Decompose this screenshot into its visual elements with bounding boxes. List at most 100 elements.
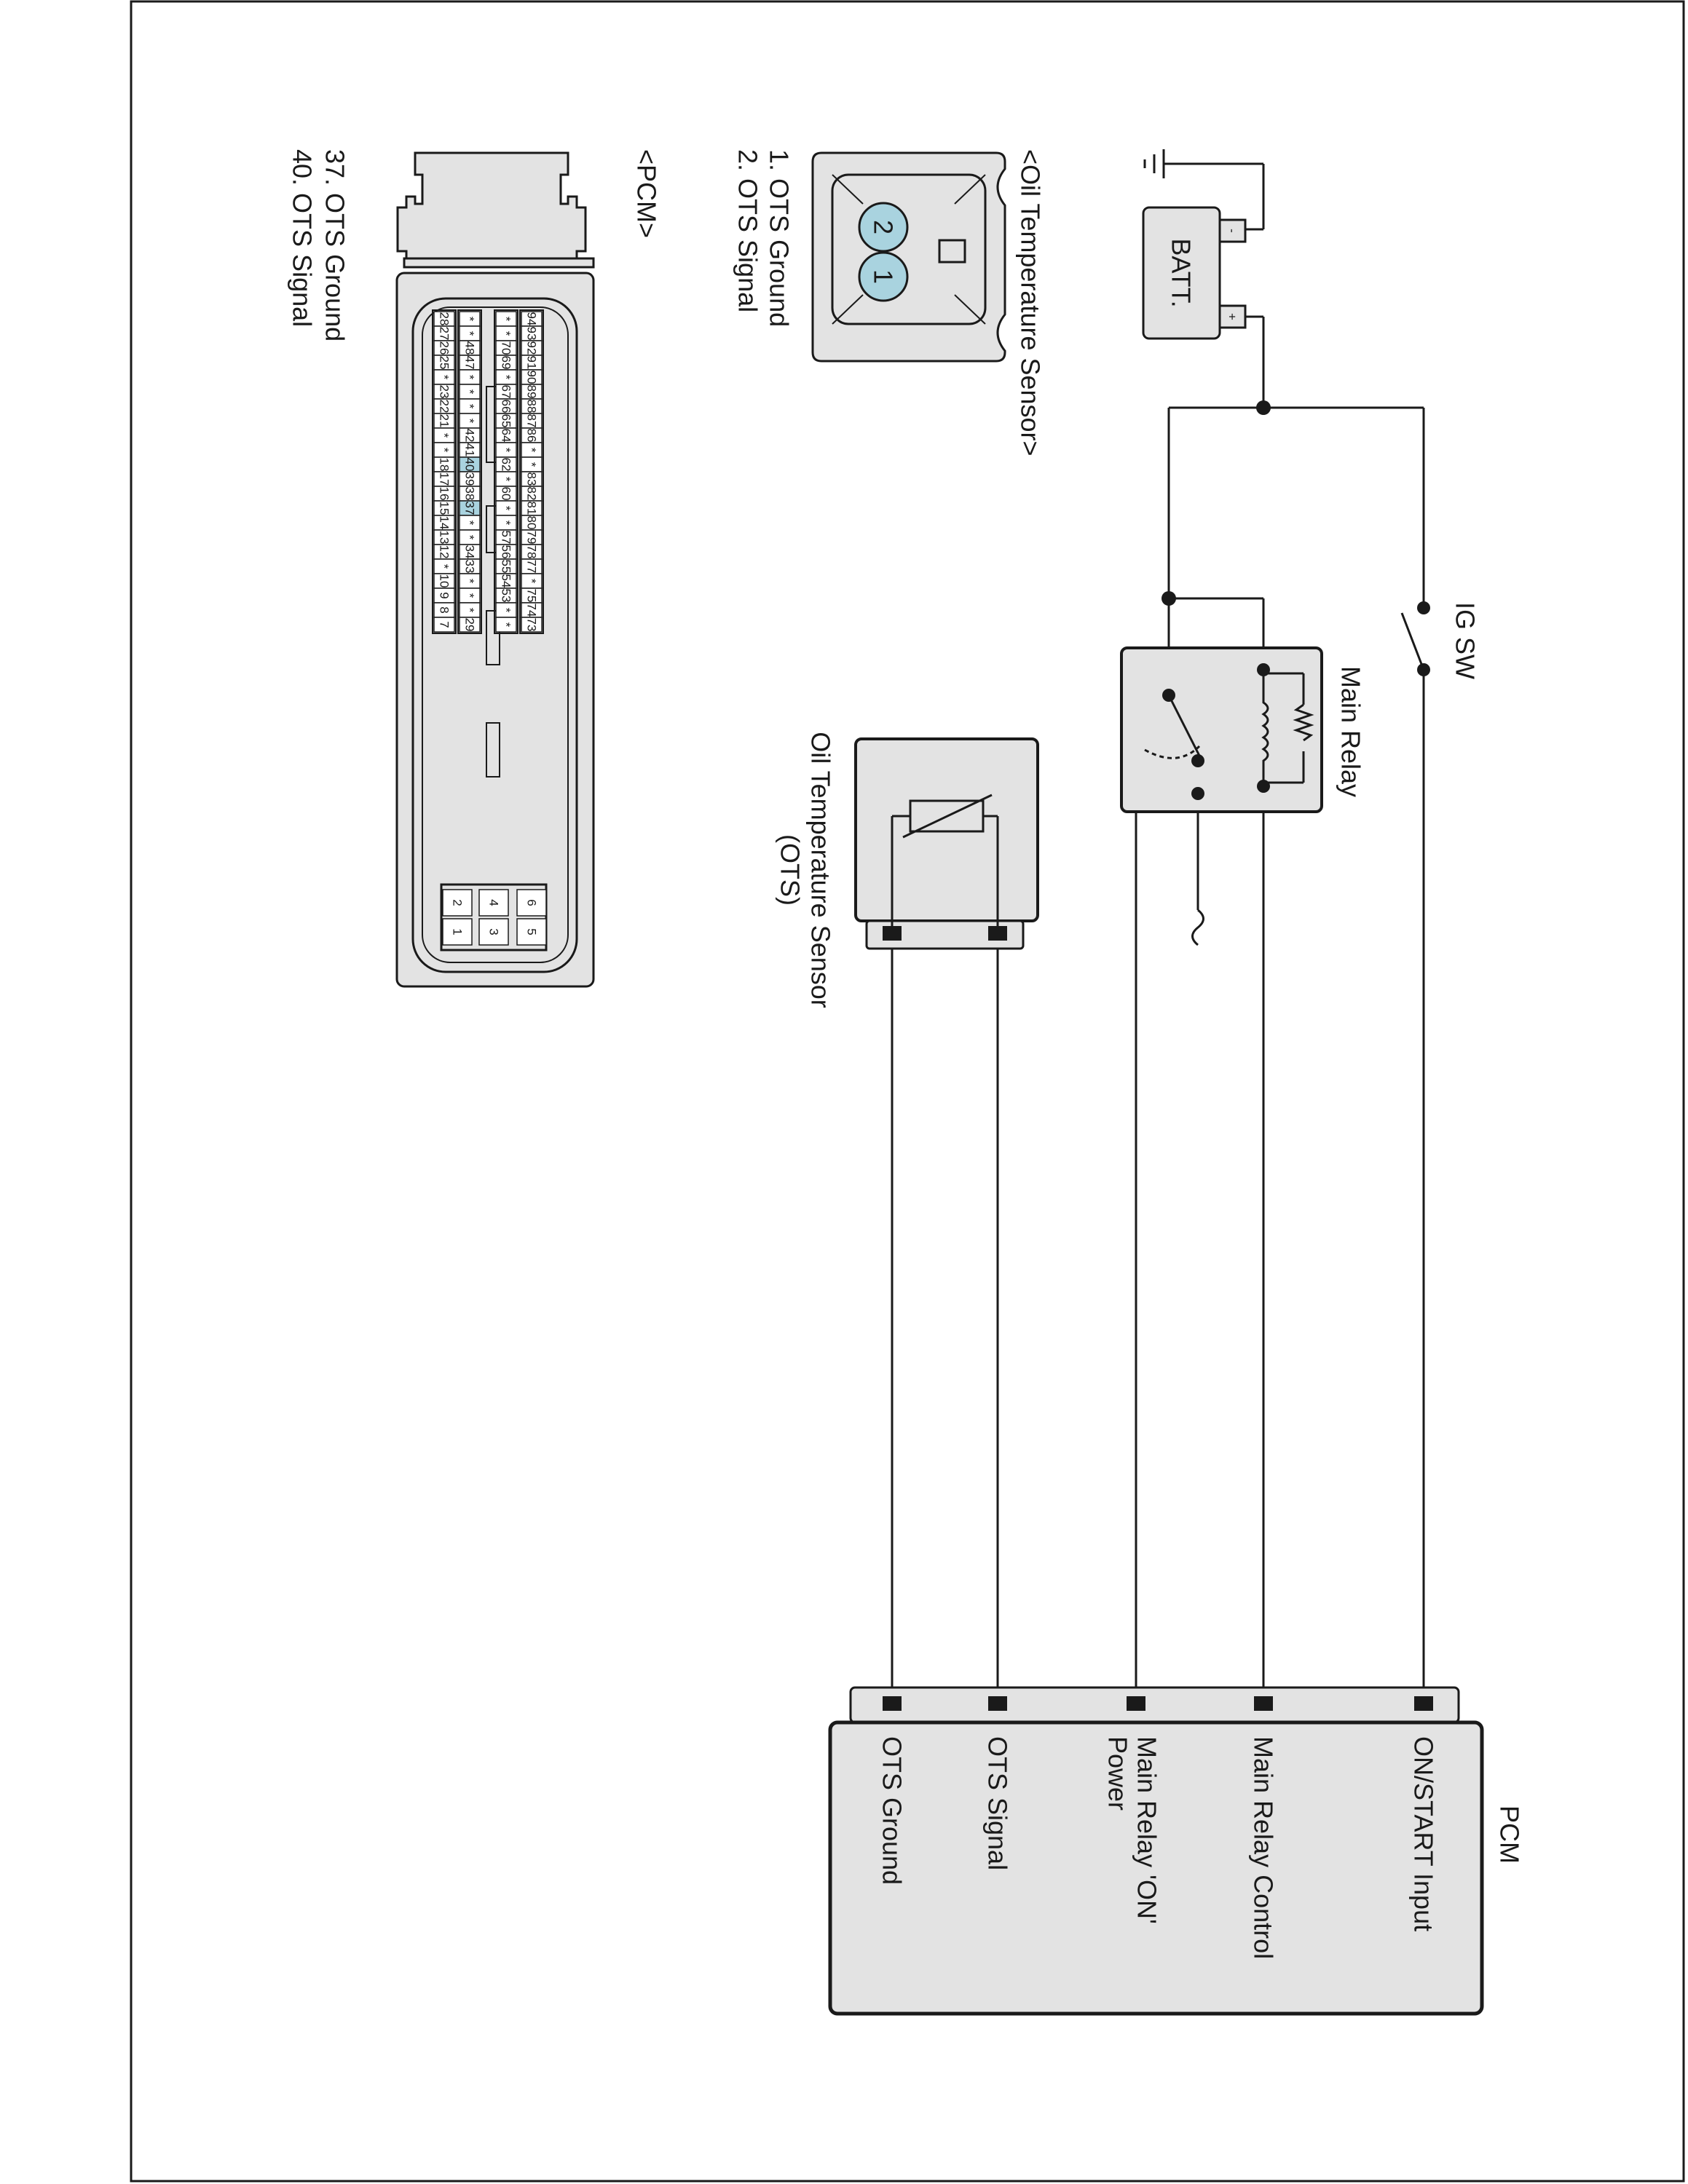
pcm-pin-number: * xyxy=(500,317,513,322)
pcm-pin-number: * xyxy=(500,331,513,336)
pcm-pin-number: 22 xyxy=(438,400,451,414)
ots-connector-legend: 2. OTS Signal xyxy=(733,149,763,312)
pcm-pin-number: 60 xyxy=(500,487,513,501)
pcm-pin-number: 48 xyxy=(463,341,477,355)
ots-connector-legend: 1. OTS Ground xyxy=(765,149,794,327)
relay-coil-icon xyxy=(1261,670,1269,786)
pcm-pin-row-frame xyxy=(494,309,518,634)
ots-connector-pin-1 xyxy=(858,251,909,302)
pcm-pin-number: 57 xyxy=(500,531,513,545)
ground-symbol-icon xyxy=(1143,149,1165,178)
pcm-pin-number: 15 xyxy=(438,502,451,515)
pcm-pin-number: 54 xyxy=(500,574,513,588)
pcm-connector-legend: 37. OTS Ground xyxy=(320,149,350,341)
pcm-pin-number: * xyxy=(463,404,477,409)
pcm-pin-number: 93 xyxy=(525,327,539,341)
pcm-pin-number: * xyxy=(500,448,513,453)
pcm-power-pin-number: 2 xyxy=(451,899,465,906)
pcm-connector-legend: 40. OTS Signal xyxy=(288,149,318,327)
pcm-pin-number: * xyxy=(500,608,513,613)
pcm-pin-number: 87 xyxy=(525,414,539,428)
pcm-pin-number: 69 xyxy=(500,356,513,370)
pcm-pin-number: 90 xyxy=(525,371,539,384)
pcm-pin-number: 28 xyxy=(438,312,451,326)
pcm-pin-number: 34 xyxy=(463,545,477,559)
pcm-pin-number: * xyxy=(438,433,451,438)
pcm-terminal-relay-control xyxy=(1254,1696,1273,1711)
pcm-power-pin-cell xyxy=(516,918,547,946)
pcm-power-pin-cell xyxy=(442,918,473,946)
pcm-pin-number: 41 xyxy=(463,443,477,457)
ig-sw-label: IG SW xyxy=(1451,602,1480,679)
pcm-pin-number: * xyxy=(525,462,539,467)
pcm-pin-number: * xyxy=(500,477,513,482)
pcm-pin-number: 81 xyxy=(525,502,539,515)
ots-label-line2: (OTS) xyxy=(776,834,805,906)
pcm-terminal-label: Main Relay 'ON' xyxy=(1132,1736,1162,1924)
page-frame xyxy=(130,0,1685,2183)
pcm-connector-view: <PCM> 37. OTS Ground 40. OTS Signal 9493… xyxy=(288,149,662,988)
pcm-pin-number: 79 xyxy=(525,531,539,545)
pcm-pin-number: 66 xyxy=(500,400,513,414)
pcm-pin-number: 70 xyxy=(500,341,513,355)
pcm-pin-number: 39 xyxy=(463,472,477,486)
pcm-pin-number: 17 xyxy=(438,472,451,486)
pcm-pin-number: 27 xyxy=(438,327,451,341)
pcm-terminal-ots-signal xyxy=(988,1696,1007,1711)
pcm-pin-number: 80 xyxy=(525,516,539,530)
pcm-pin-cell xyxy=(433,617,455,633)
pcm-pin-number: 77 xyxy=(525,560,539,574)
ots-pin-ground xyxy=(883,926,902,941)
pcm-terminal-label-line2: Power xyxy=(1103,1736,1133,1811)
pcm-pin-grid: 949392919089888786**83828180797877*75747… xyxy=(432,309,544,634)
pcm-terminal-label: OTS Ground xyxy=(877,1736,907,1885)
ots-pin-signal xyxy=(988,926,1007,941)
pcm-pin-number: 82 xyxy=(525,487,539,501)
pcm-pin-cell xyxy=(495,617,517,633)
pcm-pin-number: 86 xyxy=(525,429,539,443)
pcm-pin-number: * xyxy=(463,331,477,336)
pcm-connector-latch xyxy=(396,151,587,269)
pcm-pin-row-frame xyxy=(519,309,544,634)
pcm-pin-number: 73 xyxy=(525,618,539,632)
oil-temperature-sensor: Oil Temperature Sensor (OTS) xyxy=(776,732,1039,1008)
pcm-pin-number: 88 xyxy=(525,400,539,414)
ots-connector-pin-2 xyxy=(858,202,909,253)
pcm-pin-number: * xyxy=(438,564,451,569)
pcm-pin-number: 92 xyxy=(525,341,539,355)
pcm-pin-number: 18 xyxy=(438,458,451,472)
pcm-pin-number: 12 xyxy=(438,545,451,559)
pcm-power-pin-number: 5 xyxy=(525,928,539,935)
pcm-pin-number: 38 xyxy=(463,487,477,501)
pcm-pin-number: 25 xyxy=(438,356,451,370)
pcm-pin-number: 47 xyxy=(463,356,477,370)
pcm-pin-number: * xyxy=(525,448,539,453)
battery: - + BATT. xyxy=(1142,206,1247,340)
pcm-terminal-ots-ground xyxy=(883,1696,902,1711)
pcm-pin-number: 91 xyxy=(525,356,539,370)
pcm-pin-number: 8 xyxy=(438,606,451,613)
pcm-pin-cell xyxy=(521,617,543,633)
pcm-pin-number: * xyxy=(525,579,539,584)
pcm-pin-number: 75 xyxy=(525,589,539,603)
ots-pin-number: 2 xyxy=(869,220,899,234)
pcm-pin-row-frame xyxy=(457,309,482,634)
pcm-pin-number: * xyxy=(463,317,477,322)
pcm-terminal-label: ON/START Input xyxy=(1409,1736,1439,1931)
pcm-power-pin-number: 1 xyxy=(451,928,465,935)
pcm-power-pin-number: 4 xyxy=(487,899,501,906)
pcm-pin-number: * xyxy=(463,608,477,613)
pcm-power-pin-cell xyxy=(442,889,473,917)
pcm-pin-number: 10 xyxy=(438,574,451,588)
pcm-pin-number: 13 xyxy=(438,531,451,545)
pcm-pin-number: 74 xyxy=(525,604,539,617)
pcm-pin-number: * xyxy=(438,375,451,380)
pcm-pin-number: 29 xyxy=(463,618,477,632)
pcm-title: PCM xyxy=(1495,1805,1525,1864)
pcm-pin-number: 9 xyxy=(438,592,451,598)
relay-resistor-icon xyxy=(1293,703,1314,742)
pcm-pin-number: 21 xyxy=(438,414,451,428)
pcm-pin-number: 94 xyxy=(525,312,539,326)
junction-dots xyxy=(1162,400,1271,606)
